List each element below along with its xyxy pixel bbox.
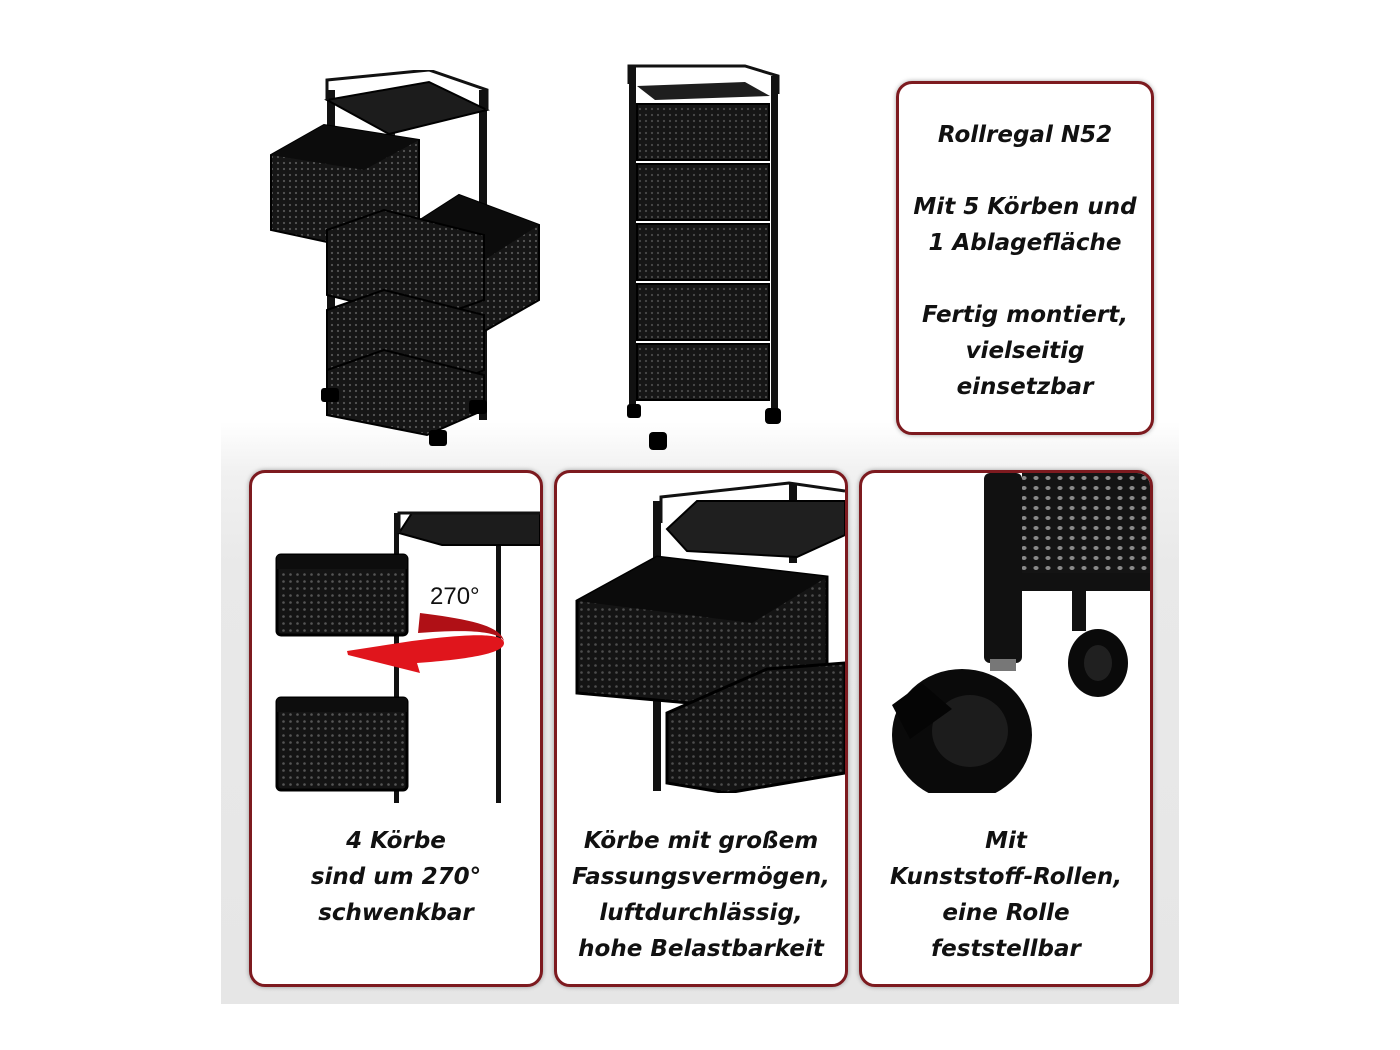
feature-wheels-line-2: Kunststoff-Rollen, <box>889 864 1123 890</box>
info-box: Rollregal N52 Mit 5 Körben und 1 Ablagef… <box>896 81 1154 435</box>
info-versatile: vielseitig <box>965 338 1085 364</box>
product-title: Rollregal N52 <box>937 122 1113 148</box>
feature-wheels-line-3: eine Rolle <box>942 900 1070 926</box>
feature-card-capacity: Körbe mit großem Fassungsvermögen, luftd… <box>554 470 848 987</box>
product-canvas: Rollregal N52 Mit 5 Körben und 1 Ablagef… <box>221 42 1179 1004</box>
feature-capacity-line-4: hohe Belastbarkeit <box>578 936 824 962</box>
feature-rotation-line-1: 4 Körbe <box>346 828 446 854</box>
feature-photo-baskets <box>557 473 845 793</box>
feature-photo-rotation <box>252 473 540 813</box>
feature-capacity-line-2: Fassungsvermögen, <box>572 864 830 890</box>
info-usable: einsetzbar <box>956 374 1094 400</box>
info-basket-count: Mit 5 Körben und <box>913 194 1137 220</box>
feature-capacity-line-1: Körbe mit großem <box>583 828 819 854</box>
feature-wheels-line-4: feststellbar <box>931 936 1081 962</box>
feature-capacity-line-3: luftdurchlässig, <box>599 900 803 926</box>
feature-wheels-line-1: Mit <box>985 828 1027 854</box>
info-shelf-count: 1 Ablagefläche <box>928 230 1122 256</box>
product-photo-closed <box>625 64 787 459</box>
info-assembled: Fertig montiert, <box>922 302 1128 328</box>
feature-card-rotation: 270° 4 Körbe sind um 270° schwenkbar <box>249 470 543 987</box>
feature-photo-wheels <box>862 473 1150 793</box>
feature-rotation-line-3: schwenkbar <box>318 900 474 926</box>
feature-rotation-line-2: sind um 270° <box>310 864 482 890</box>
rotation-angle-label: 270° <box>430 583 480 610</box>
feature-card-wheels: Mit Kunststoff-Rollen, eine Rolle festst… <box>859 470 1153 987</box>
product-photo-swivelled <box>269 70 543 450</box>
